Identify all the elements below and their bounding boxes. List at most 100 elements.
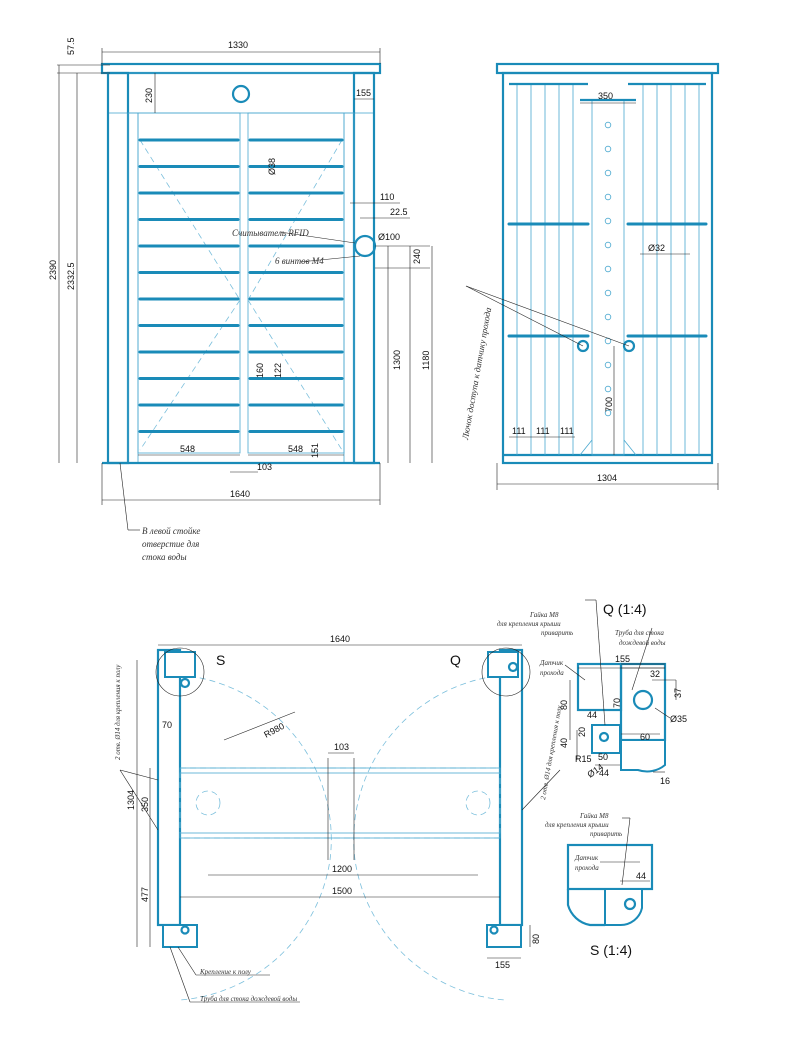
plan-label-holes-left: 2 отв. Ø14 для крепления к полу — [114, 664, 122, 760]
plan-dim-gap: 103 — [334, 742, 349, 752]
detail-circle-q — [481, 647, 531, 697]
q-label-pipe-1: Труба для стока — [615, 629, 664, 637]
q-label-nut-3: приварить — [541, 629, 573, 637]
pole-hole — [604, 361, 612, 369]
left-leaf — [137, 112, 241, 454]
dim-inner-h: 2332.5 — [66, 262, 76, 290]
pole-hole — [604, 145, 612, 153]
side-frame — [501, 71, 714, 465]
front-view: 57.5 1330 230 155 2390 2332.5 Ø38 110 22… — [48, 37, 433, 562]
q-label-nut-2: для крепления крыши — [497, 620, 561, 628]
q-dim-g: 20 — [577, 727, 587, 737]
s-dim-a: 44 — [636, 871, 646, 881]
side-dim-low: 700 — [604, 397, 614, 412]
plan-label-s: S — [216, 652, 225, 668]
side-dim-spacing-3: 111 — [560, 426, 574, 436]
dim-width-total: 1640 — [230, 489, 250, 499]
dim-reader-offset: 110 — [380, 192, 394, 202]
plan-left-post — [156, 648, 182, 927]
dim-bottom-gap: 151 — [310, 443, 320, 458]
rfid-reader — [353, 234, 377, 258]
label-drain-3: стока воды — [142, 552, 187, 562]
side-dim-spacing-2: 111 — [536, 426, 550, 436]
detail-q: Q (1:4) 155 32 37 80 70 44 Ø35 40 20 60 … — [497, 599, 687, 786]
dim-width-top: 1330 — [228, 40, 248, 50]
plan-right-post — [498, 648, 524, 927]
plan-dim-post-d: 80 — [531, 934, 541, 944]
dim-header-h: 230 — [144, 88, 154, 103]
plan-dim-post-offset: 70 — [162, 720, 172, 730]
roof — [100, 62, 382, 75]
q-dim-hole: Ø35 — [670, 714, 687, 724]
q-label-nut-1: Гайка М8 — [529, 611, 559, 619]
label-drain-1: В левой стойке — [142, 526, 200, 536]
plan-label-q: Q — [450, 652, 461, 668]
pole-hole — [604, 121, 612, 129]
q-dim-f: 40 — [559, 738, 569, 748]
s-label-nut-1: Гайка М8 — [579, 812, 609, 820]
pole-holes — [604, 121, 612, 417]
pole-hole — [604, 409, 612, 417]
dim-rotor-h: 1300 — [392, 350, 402, 370]
central-body — [179, 767, 501, 839]
plan-label-floor-mount: Крепление к полу — [199, 968, 252, 976]
side-dim-top: 350 — [598, 91, 613, 101]
detail-q-title: Q (1:4) — [603, 601, 647, 617]
q-dim-r: R15 — [575, 754, 592, 764]
sensor-hatch-left — [576, 339, 590, 353]
s-label-sensor-2: прохода — [575, 864, 599, 872]
q-dim-w: 155 — [615, 654, 630, 664]
dim-total-h: 2390 — [48, 260, 58, 280]
dim-reader-dia: Ø100 — [378, 232, 400, 242]
s-label-nut-3: приварить — [590, 830, 622, 838]
q-label-pipe-2: дождевой воды — [619, 639, 666, 647]
right-post — [352, 71, 376, 465]
pole-hole — [604, 217, 612, 225]
detail-s: 44 Гайка М8 для крепления крыши приварит… — [545, 812, 654, 958]
plan-dim-post-w: 155 — [495, 960, 510, 970]
dim-bar-pitch-a: 160 — [255, 363, 265, 378]
drain-hole — [632, 689, 654, 711]
plan-dim-inner: 350 — [140, 797, 150, 812]
dim-bar-pitch-b: 122 — [273, 363, 283, 378]
plan-dim-outer-width: 1500 — [332, 886, 352, 896]
plan-view: 1640 R980 103 70 1304 350 477 1200 1500 … — [114, 634, 564, 1003]
sensor-hatch-right — [622, 339, 636, 353]
pole-hole — [604, 169, 612, 177]
plan-dim-inner-width: 1200 — [332, 864, 352, 874]
label-screws: 6 винтов М4 — [275, 256, 324, 266]
pole-hole — [604, 313, 612, 321]
detail-circle-s — [155, 647, 205, 697]
plan-label-drain-pipe: Труба для стока дождевой воды — [200, 995, 297, 1003]
plan-label-holes-right: 2 отв. Ø14 для крепления к полу — [539, 704, 564, 800]
side-dim-spacing-1: 111 — [512, 426, 526, 436]
plan-left-foot — [162, 924, 198, 948]
right-leaf — [247, 112, 345, 454]
dim-reader-h: 240 — [412, 249, 422, 264]
q-dim-d: 70 — [612, 698, 622, 708]
pole-hole — [604, 193, 612, 201]
dim-bar-dia: Ø38 — [267, 158, 277, 175]
label-drain-2: отверстие для — [142, 539, 199, 549]
side-view: 350 Ø32 700 111 111 111 1304 Лючок досту… — [460, 62, 720, 490]
side-dim-width: 1304 — [597, 473, 617, 483]
q-label-sensor-1: Датчик — [539, 659, 564, 667]
q-dim-c: 80 — [559, 700, 569, 710]
pole-hole — [604, 385, 612, 393]
side-dim-tube: Ø32 — [648, 243, 665, 253]
pole-hole — [604, 289, 612, 297]
dim-post-w: 155 — [356, 88, 371, 98]
label-sensor-holes: Лючок доступа к датчику прохода — [460, 306, 493, 441]
dim-top-overhang: 57.5 — [66, 37, 76, 55]
q-dim-a: 32 — [650, 669, 660, 679]
q-dim-e: 44 — [587, 710, 597, 720]
q-dim-h: 60 — [640, 732, 650, 742]
label-rfid: Считыватель RFID — [232, 228, 309, 238]
plan-right-foot — [486, 924, 522, 948]
s-label-nut-2: для крепления крыши — [545, 821, 609, 829]
q-dim-b: 37 — [673, 688, 683, 698]
q-dim-j: 44 — [599, 768, 609, 778]
q-dim-i: 50 — [598, 752, 608, 762]
header-lamp — [231, 84, 251, 104]
